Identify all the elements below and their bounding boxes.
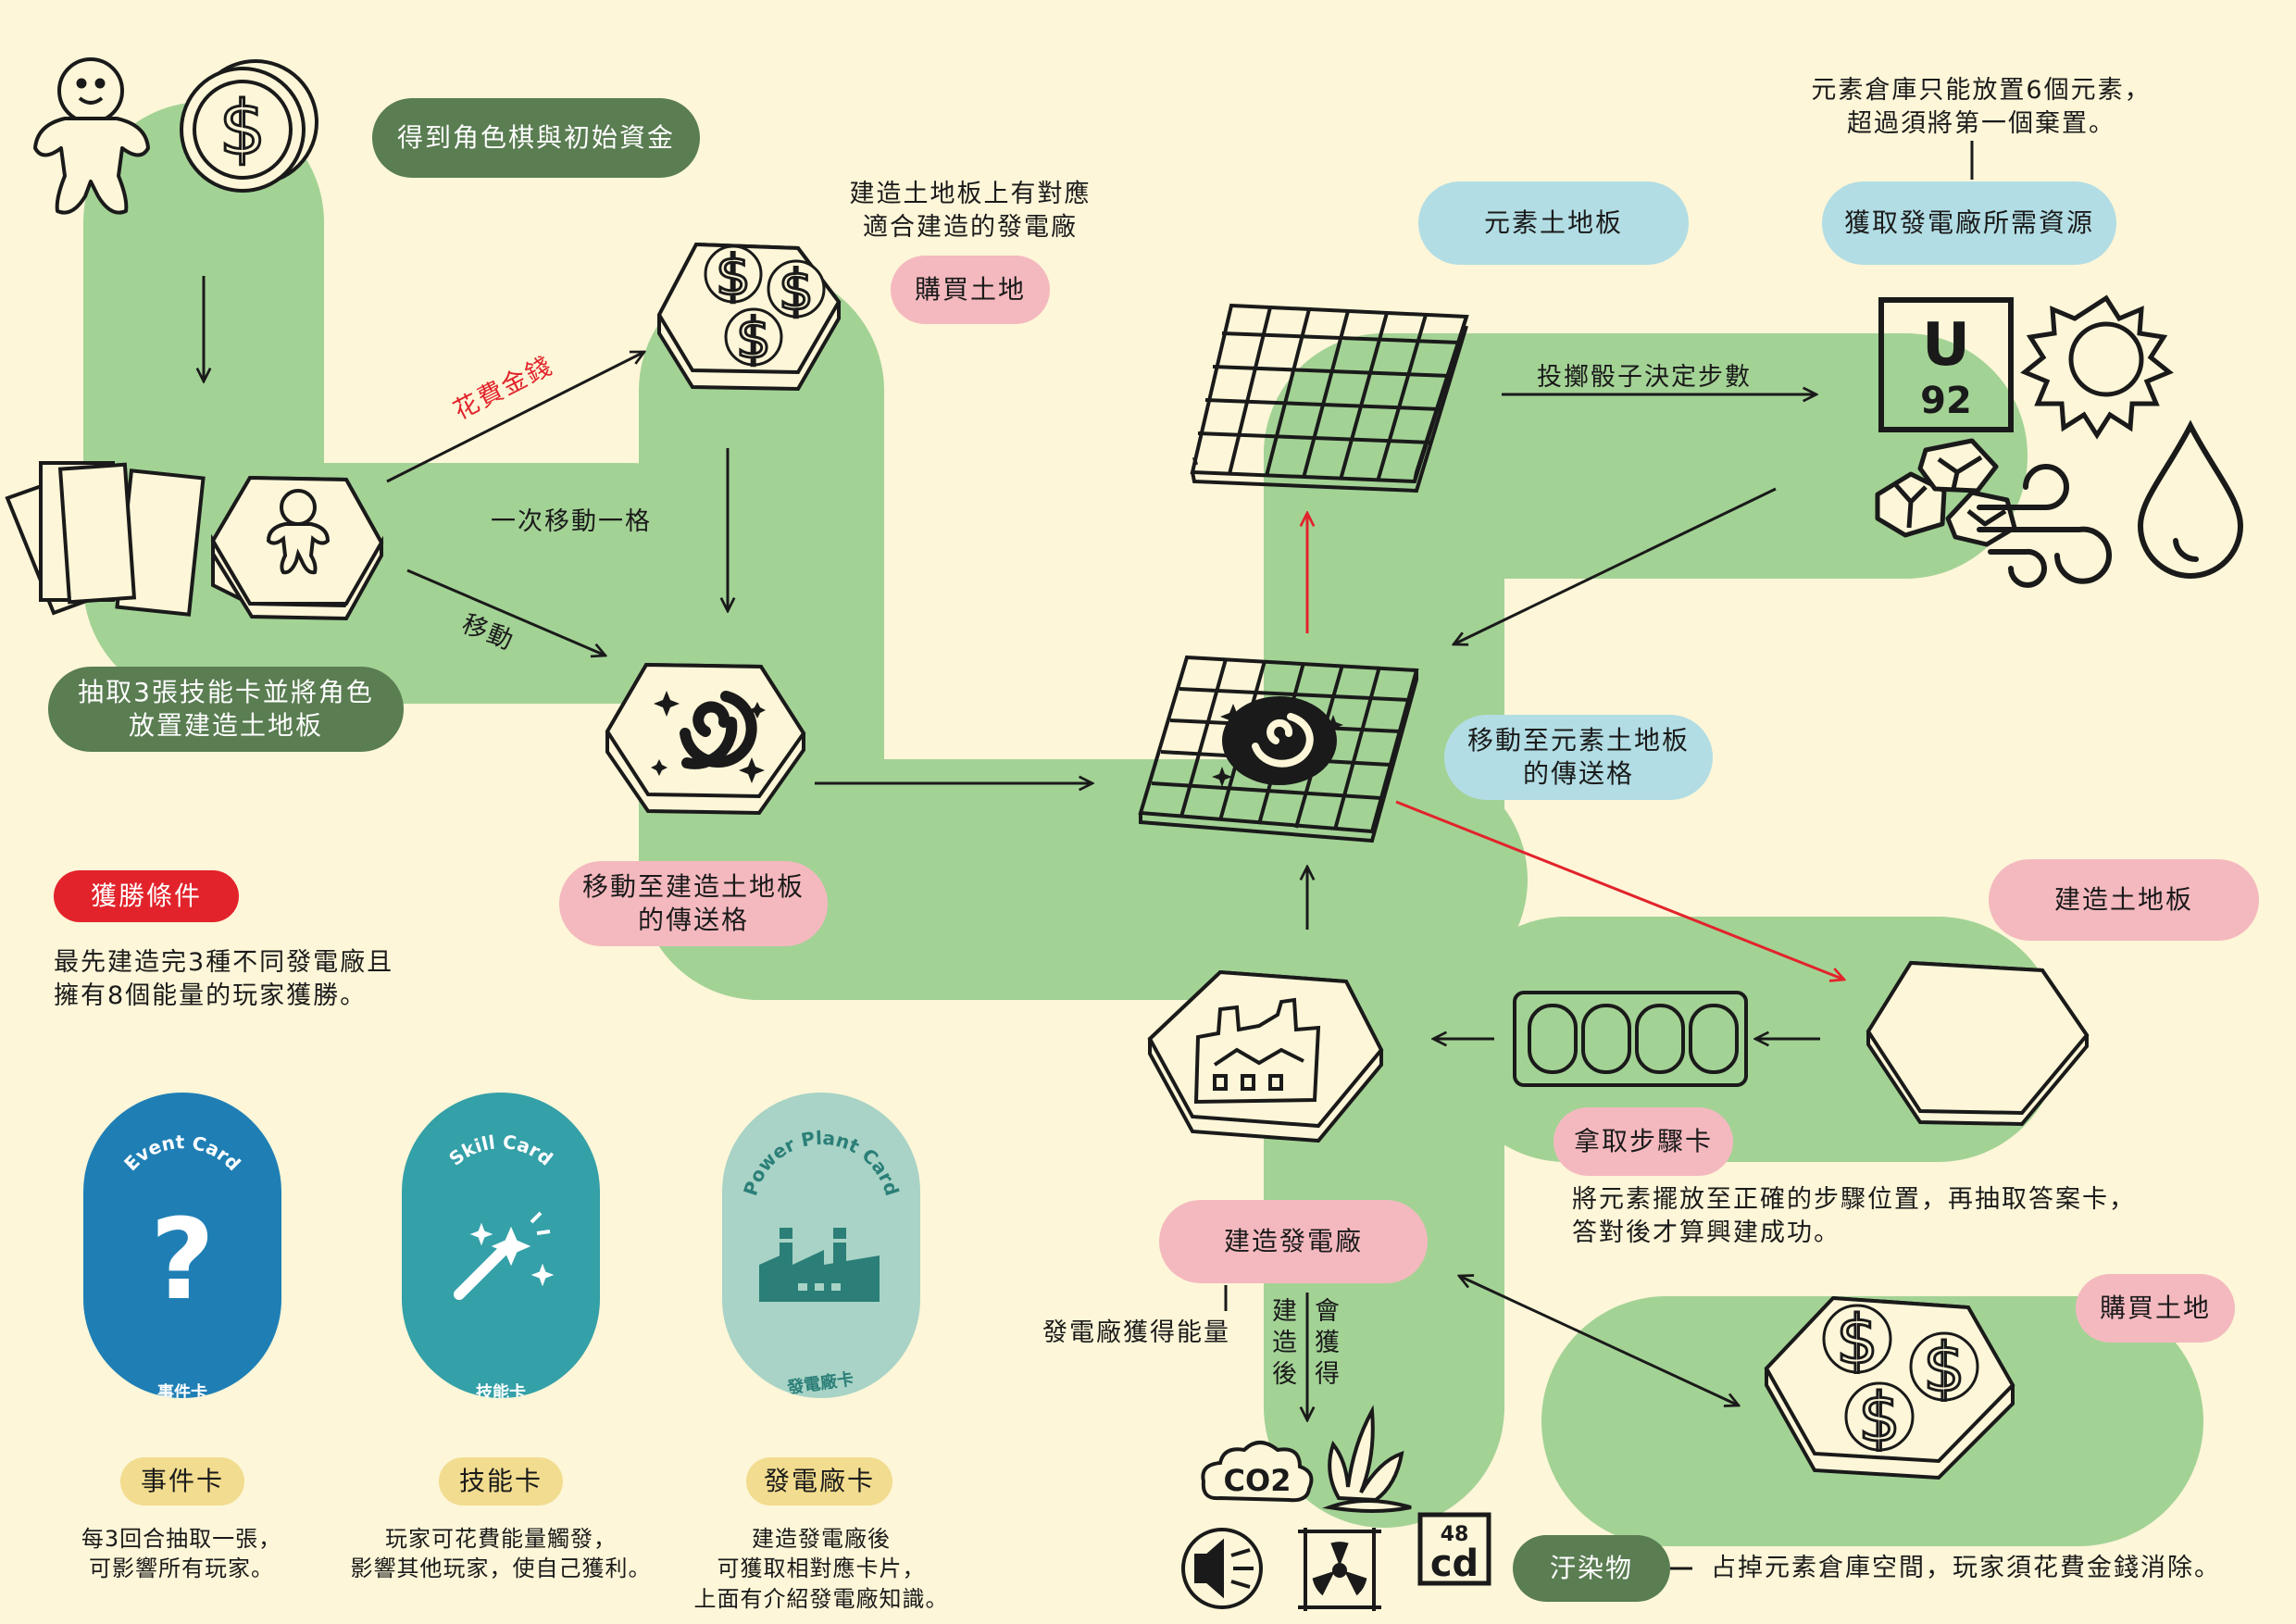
will-gain-label: 會 獲 得 <box>1315 1297 1341 1389</box>
grid-icon <box>1190 303 1469 493</box>
power-plant-card-name: 發電廠卡 <box>746 1457 892 1505</box>
svg-text:$: $ <box>716 244 751 308</box>
energy-gain-label: 發電廠獲得能量 <box>1042 1318 1230 1347</box>
svg-text:$: $ <box>1923 1329 1965 1406</box>
svg-text:92: 92 <box>1920 380 1972 422</box>
cadmium-icon: 48 cd <box>1417 1512 1491 1586</box>
svg-text:Skill Card: Skill Card <box>444 1131 556 1170</box>
start-label: 得到角色棋與初始資金 <box>372 98 700 178</box>
storage-note: 元素倉庫只能放置6個元素， 超過須將第一個棄置。 <box>1811 76 2152 139</box>
roll-dice-label: 投擲骰子決定步數 <box>1537 363 1752 392</box>
power-plant-card: Power Plant Card 發電廠卡 <box>722 1093 920 1398</box>
coin-icon: $ <box>180 59 318 193</box>
hex-factory-icon <box>1147 969 1384 1143</box>
move-one-step-label: 一次移動一格 <box>491 507 652 536</box>
event-card-name: 事件卡 <box>120 1457 244 1505</box>
svg-text:48: 48 <box>1441 1523 1469 1546</box>
svg-text:$: $ <box>219 85 267 171</box>
move-to-element-portal-label: 移動至元素土地板 的傳送格 <box>1444 715 1713 800</box>
hex-portal-icon <box>605 662 806 816</box>
hex-person-icon <box>210 475 384 621</box>
after-build-label: 建 造 後 <box>1272 1297 1299 1389</box>
build-land-label: 建造土地板 <box>1989 859 2259 941</box>
person-icon <box>33 57 150 215</box>
step-note: 將元素擺放至正確的步驟位置，再抽取答案卡， 答對後才算興建成功。 <box>1572 1185 2136 1248</box>
hex-coins-2-icon: $ $ $ <box>1764 1295 2015 1480</box>
skill-card-name: 技能卡 <box>439 1457 563 1505</box>
svg-text:$: $ <box>1836 1301 1878 1379</box>
svg-text:CO2: CO2 <box>1224 1463 1292 1498</box>
uranium-icon: U 92 <box>1878 297 2014 432</box>
skill-card-desc: 玩家可花費能量觸發， 影響其他玩家，使自己獲利。 <box>350 1526 652 1582</box>
sun-icon <box>2020 294 2174 440</box>
hex-blank-icon <box>1866 960 2090 1127</box>
factory-icon <box>759 1228 880 1302</box>
noise-icon <box>1181 1528 1263 1609</box>
skill-card: Skill Card 技能卡 <box>402 1093 600 1398</box>
event-card-desc: 每3回合抽取一張， 可影響所有玩家。 <box>81 1526 282 1582</box>
cards-icon <box>5 461 206 617</box>
svg-text:$: $ <box>736 306 771 371</box>
radiation-icon <box>1298 1528 1381 1611</box>
power-plant-card-desc: 建造發電廠後 可獲取相對應卡片， 上面有介紹發電廠知識。 <box>693 1526 949 1612</box>
svg-text:技能卡: 技能卡 <box>476 1382 526 1398</box>
grid-portal-icon <box>1138 655 1419 843</box>
svg-text:Power Plant Card: Power Plant Card <box>739 1127 904 1199</box>
magic-wand-icon <box>454 1211 555 1300</box>
get-resources-label: 獲取發電廠所需資源 <box>1822 181 2116 265</box>
question-icon: ? <box>150 1196 215 1325</box>
build-plant-label: 建造發電廠 <box>1159 1200 1428 1283</box>
svg-text:事件卡: 事件卡 <box>157 1382 207 1398</box>
seaweed-icon <box>1322 1405 1412 1513</box>
buy-land-2-label: 購買土地 <box>2076 1274 2235 1343</box>
win-condition-desc: 最先建造完3種不同發電廠且 擁有8個能量的玩家獲勝。 <box>54 948 394 1011</box>
hex-coins-icon: $ $ $ <box>656 243 842 392</box>
svg-text:cd: cd <box>1430 1543 1479 1585</box>
svg-text:Event Card: Event Card <box>119 1131 244 1175</box>
event-card: Event Card ? 事件卡 <box>83 1093 281 1398</box>
svg-text:發電廠卡: 發電廠卡 <box>785 1368 855 1398</box>
water-drop-icon <box>2137 419 2244 579</box>
step-card-icon <box>1513 991 1748 1087</box>
move-to-build-portal-label: 移動至建造土地板 的傳送格 <box>559 861 828 946</box>
buy-land-note: 建造土地板上有對應 適合建造的發電廠 <box>849 180 1092 243</box>
win-condition-title: 獲勝條件 <box>54 870 239 922</box>
pollutant-note: 占掉元素倉庫空間，玩家須花費金錢消除。 <box>1711 1554 2221 1582</box>
draw-cards-label: 抽取3張技能卡並將角色 放置建造土地板 <box>48 667 404 752</box>
buy-land-label: 購買土地 <box>891 256 1050 324</box>
take-step-card-label: 拿取步驟卡 <box>1554 1107 1733 1176</box>
element-land-label: 元素土地板 <box>1418 181 1689 265</box>
wind-icon <box>1977 464 2112 588</box>
co2-icon: CO2 <box>1201 1441 1314 1503</box>
svg-text:$: $ <box>1858 1379 1901 1456</box>
svg-text:$: $ <box>779 258 814 323</box>
coal-icon <box>1875 438 2017 547</box>
pollutant-label: 汙染物 <box>1513 1535 1670 1602</box>
svg-text:U: U <box>1922 311 1970 380</box>
